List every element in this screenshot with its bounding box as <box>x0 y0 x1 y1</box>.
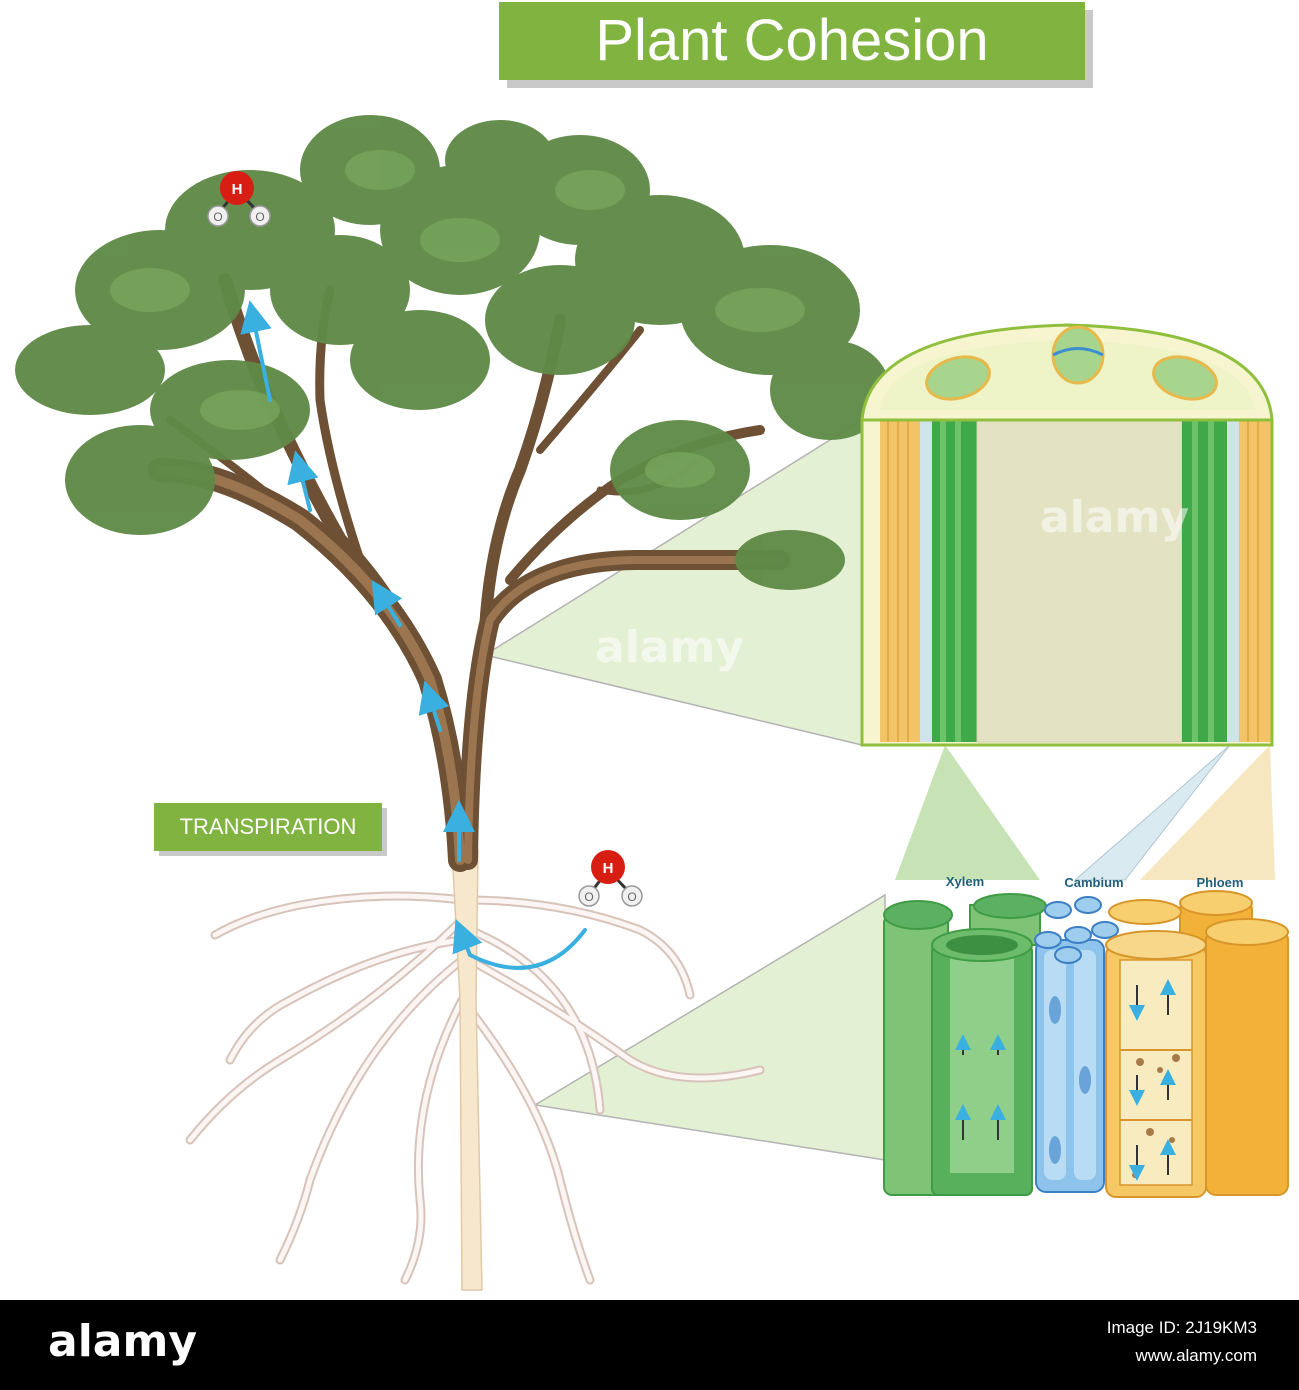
canopy-highlights <box>110 150 805 488</box>
phloem-tissue <box>1105 890 1289 1198</box>
page-title: Plant Cohesion <box>499 2 1085 80</box>
water-flow-arrows <box>240 300 587 970</box>
taproot <box>451 849 483 1291</box>
molecule-oxygen-left-label: O <box>584 890 593 904</box>
footer-url: www.alamy.com <box>1135 1346 1257 1365</box>
tree-canopy <box>15 115 890 590</box>
diagram-canvas: H O O H O O <box>15 2 1289 1291</box>
water-molecule-icon: H O O <box>578 850 643 907</box>
zoom-beam-cambium <box>1073 744 1231 881</box>
phloem-label: Phloem <box>1197 875 1244 890</box>
zoom-beam-phloem <box>1140 745 1275 880</box>
image-id: Image ID: 2J19KM3 <box>1106 1318 1257 1337</box>
footer-logo: alamy <box>48 1316 197 1367</box>
molecule-oxygen-left-label: O <box>213 210 222 224</box>
xylem-label: Xylem <box>946 874 984 889</box>
molecule-hydrogen-label: H <box>603 860 614 877</box>
watermark: alamy <box>595 622 744 673</box>
xylem-tissue <box>883 893 1047 1196</box>
footer-bar: alamy Image ID: 2J19KM3 www.alamy.com <box>0 1300 1299 1390</box>
zoom-beam-xylem <box>895 745 1040 880</box>
transpiration-label: TRANSPIRATION <box>154 803 382 851</box>
cambium-tissue <box>1034 896 1119 1193</box>
molecule-oxygen-right-label: O <box>255 210 264 224</box>
trunk-cross-section <box>860 323 1274 747</box>
molecule-oxygen-right-label: O <box>627 890 636 904</box>
molecule-hydrogen-label: H <box>232 181 243 198</box>
water-molecule-icon: H O O <box>207 171 271 227</box>
watermark: alamy <box>1040 492 1189 543</box>
cambium-label: Cambium <box>1064 875 1123 890</box>
root-system <box>185 875 765 1285</box>
plant-cohesion-diagram: H O O H O O <box>15 115 1289 1291</box>
